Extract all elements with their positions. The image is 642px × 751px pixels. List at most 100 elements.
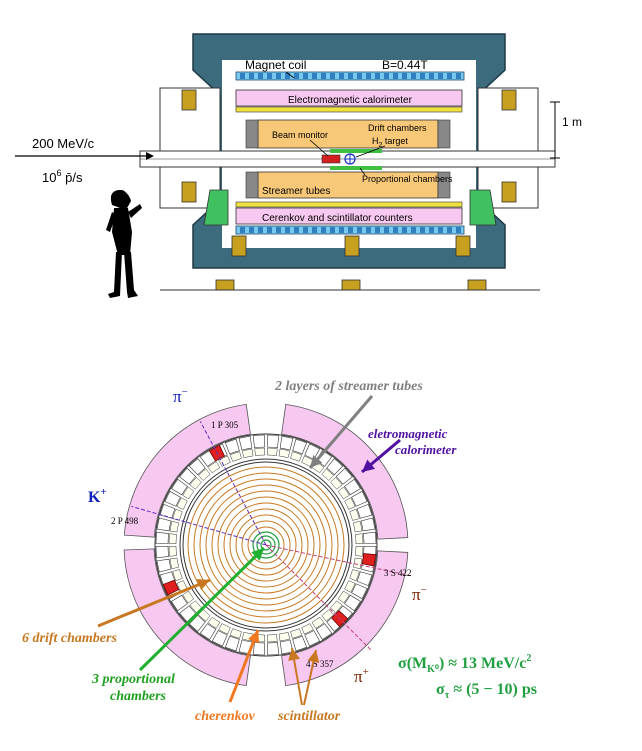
cherenkov-segment — [351, 490, 368, 507]
arrow-drift-head — [196, 579, 210, 591]
scintillator-segment — [352, 557, 363, 570]
scintillator-segment — [189, 477, 202, 490]
cherenkov-segment — [155, 531, 170, 544]
coil-segment — [285, 227, 290, 233]
cherenkov-segment — [171, 594, 188, 612]
cherenkov-segment — [267, 434, 280, 449]
cherenkov-segment — [155, 546, 170, 559]
cherenkov-segment — [252, 641, 265, 656]
label-scale: 1 m — [562, 115, 582, 129]
scintillator-segment — [267, 634, 278, 643]
label-pi-plus: π+ — [354, 666, 369, 686]
drift-ring — [199, 478, 333, 612]
scintillator-segment — [278, 448, 291, 459]
scintillator-segment — [169, 557, 180, 570]
coil-segment — [249, 227, 254, 233]
drift-chamber-rings — [187, 466, 345, 624]
coil-segment — [303, 227, 308, 233]
track-pi-plus — [265, 544, 373, 652]
scintillator-segment — [172, 508, 183, 521]
scintillator-segment — [218, 455, 231, 467]
scintillator-segment — [301, 623, 314, 635]
scintillator-segment — [349, 508, 360, 521]
drift-ring — [187, 466, 345, 624]
coil-segment — [393, 73, 398, 79]
arrow-scint-2-head — [307, 650, 320, 664]
cherenkov-segment — [164, 490, 181, 507]
coil-segment — [438, 73, 443, 79]
cherenkov-segment — [179, 467, 197, 485]
label-streamer-tubes: 2 layers of streamer tubes — [274, 379, 423, 394]
scintillator-segment — [189, 600, 202, 613]
emcal-sector — [123, 403, 251, 538]
emcal-ring — [123, 403, 409, 687]
emcal-sector — [123, 548, 251, 687]
scintillator-segment — [290, 628, 303, 639]
coil-segment — [429, 227, 434, 233]
hit-label-2p: 2 P 498 — [111, 516, 139, 526]
scintillator-segment — [218, 623, 231, 635]
proportional-chambers — [330, 149, 382, 153]
label-streamer: Streamer tubes — [262, 186, 330, 197]
emcal-top — [235, 89, 463, 107]
scintillator-segment — [229, 628, 242, 639]
scintillator-segment — [337, 486, 350, 500]
cherenkov-segment — [360, 517, 376, 532]
cherenkov-segment — [315, 623, 333, 640]
label-beam-rate: 106 p̄/s — [42, 168, 83, 185]
formula-time: στ ≈ (5 − 10) ps — [436, 681, 537, 701]
cherenkov-segment — [252, 434, 265, 449]
prop-ring — [260, 539, 272, 551]
cherenkov-segment — [211, 630, 228, 647]
arrow-streamer-head — [310, 454, 323, 468]
coil-segment — [294, 227, 299, 233]
cherenkov-segment — [292, 635, 308, 652]
scintillator-segment — [207, 616, 221, 629]
scintillator-segment — [337, 590, 350, 604]
cherenkov-segment — [171, 478, 188, 496]
coil-segment — [312, 227, 317, 233]
coil-segment — [267, 73, 272, 79]
coil-segment — [456, 73, 461, 79]
cherenkov-segment — [356, 503, 373, 519]
coil-segment — [357, 73, 362, 79]
side-view: Magnet coil B=0.44T Electromagnetic calo… — [15, 33, 582, 298]
hit-label-1p: 1 P 305 — [211, 420, 239, 430]
cherenkov-segment — [188, 458, 206, 476]
cherenkov-segment — [351, 583, 368, 600]
arrow-streamer — [308, 395, 374, 469]
coil-segment — [303, 73, 308, 79]
coil-segment — [357, 227, 362, 233]
person-silhouette — [106, 190, 142, 298]
scintillator-segment — [355, 533, 364, 544]
scintillator-segment — [182, 486, 195, 500]
cherenkov-segment — [224, 635, 240, 652]
label-beam-momentum: 200 MeV/c — [32, 136, 95, 151]
track-pi-minus-top — [199, 421, 267, 546]
coil-segment — [384, 73, 389, 79]
scintillator-segment — [172, 569, 183, 582]
scintillator-segment — [349, 569, 360, 582]
drift-chambers-top — [257, 119, 439, 149]
coil-segment — [240, 73, 245, 79]
drift-ring — [229, 508, 303, 582]
label-magnet-coil: Magnet coil — [245, 58, 306, 72]
label-drift-chambers-end: 6 drift chambers — [22, 631, 117, 646]
coil-segment — [366, 73, 371, 79]
coil-segment — [429, 73, 434, 79]
coil-segment — [438, 227, 443, 233]
cherenkov-segment — [156, 558, 172, 573]
label-prop-line1: 3 proportional — [91, 672, 175, 687]
drift-ring — [247, 526, 285, 564]
scintillator-segment — [168, 546, 177, 557]
scintillator-segment — [290, 451, 303, 462]
scintillator-segment — [254, 447, 265, 456]
coil-segment — [384, 227, 389, 233]
drift-ring — [217, 496, 315, 594]
coil-segment — [420, 227, 425, 233]
coil-segment — [411, 73, 416, 79]
scintillator-segment — [267, 447, 278, 456]
cherenkov-segment — [335, 467, 353, 485]
